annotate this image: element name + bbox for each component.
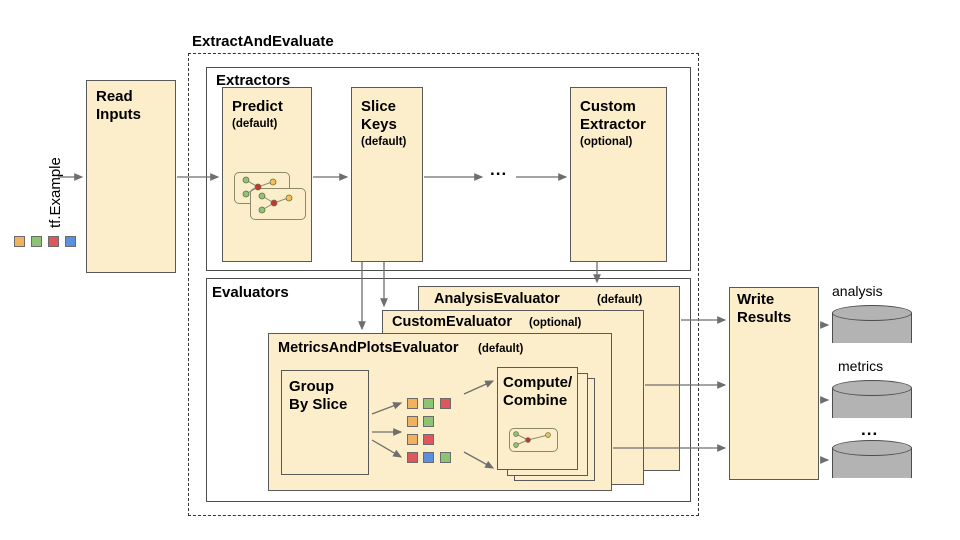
group-evaluators bbox=[206, 278, 691, 502]
cylinder-top bbox=[832, 305, 912, 321]
output-store-analysis[interactable] bbox=[832, 305, 912, 345]
compute-combine-label-line1: Compute/ bbox=[503, 374, 573, 391]
slice-chip bbox=[407, 452, 418, 463]
group-by-slice-label-line2: By Slice bbox=[289, 396, 348, 413]
cylinder-top bbox=[832, 380, 912, 396]
node-read-inputs[interactable] bbox=[86, 80, 176, 273]
slice-keys-label-line1: Slice bbox=[361, 98, 397, 115]
compute-combine-label-line2: Combine bbox=[503, 392, 568, 409]
input-chip-orange bbox=[14, 236, 25, 247]
output-label-metrics: metrics bbox=[838, 358, 884, 374]
metrics-and-plots-evaluator-label: MetricsAndPlotsEvaluator bbox=[278, 340, 459, 356]
slice-chip bbox=[423, 416, 434, 427]
custom-extractor-label-line2: Extractor bbox=[580, 116, 646, 133]
slice-chip bbox=[407, 416, 418, 427]
group-extract-and-evaluate bbox=[188, 53, 699, 516]
group-extractors bbox=[206, 67, 691, 271]
input-chip-green bbox=[31, 236, 42, 247]
slice-chip bbox=[423, 434, 434, 445]
custom-evaluator-label: CustomEvaluator bbox=[392, 314, 513, 330]
custom-extractor-qualifier: (optional) bbox=[580, 136, 633, 148]
custom-extractor-label-line1: Custom bbox=[580, 98, 636, 115]
output-store-metrics[interactable] bbox=[832, 380, 912, 420]
extractors-group-label: Extractors bbox=[216, 72, 291, 89]
write-results-label-line2: Results bbox=[737, 309, 792, 326]
slice-chip bbox=[407, 434, 418, 445]
input-label-tf-example: tf.Example bbox=[47, 157, 64, 228]
extract-and-evaluate-title: ExtractAndEvaluate bbox=[192, 33, 334, 50]
predict-graph-icon-card-b bbox=[250, 188, 306, 220]
metrics-and-plots-evaluator-qualifier: (default) bbox=[478, 343, 524, 355]
group-by-slice-label-line1: Group bbox=[289, 378, 334, 395]
output-label-ellipsis: ... bbox=[861, 420, 879, 439]
analysis-evaluator-qualifier: (default) bbox=[597, 294, 643, 306]
slice-chip bbox=[440, 398, 451, 409]
read-inputs-label-line2: Inputs bbox=[96, 106, 141, 123]
extractor-ellipsis: ... bbox=[490, 160, 508, 179]
input-chip-blue bbox=[65, 236, 76, 247]
read-inputs-label-line1: Read bbox=[96, 88, 133, 105]
slice-chip bbox=[407, 398, 418, 409]
node-slice-keys[interactable] bbox=[351, 87, 423, 262]
compute-combine-graph-icon bbox=[509, 428, 558, 452]
predict-qualifier: (default) bbox=[232, 118, 278, 130]
node-compute-combine[interactable] bbox=[497, 367, 578, 470]
output-label-analysis: analysis bbox=[832, 283, 883, 299]
output-store-other[interactable] bbox=[832, 440, 912, 480]
custom-evaluator-qualifier: (optional) bbox=[529, 317, 582, 329]
node-custom-extractor[interactable] bbox=[570, 87, 667, 262]
evaluators-group-label: Evaluators bbox=[212, 284, 289, 301]
analysis-evaluator-label: AnalysisEvaluator bbox=[434, 291, 560, 307]
cylinder-top bbox=[832, 440, 912, 456]
input-chip-red bbox=[48, 236, 59, 247]
slice-chip bbox=[423, 452, 434, 463]
slice-keys-label-line2: Keys bbox=[361, 116, 397, 133]
slice-chip bbox=[423, 398, 434, 409]
node-write-results[interactable] bbox=[729, 287, 819, 480]
predict-label: Predict bbox=[232, 98, 283, 115]
slice-chip bbox=[440, 452, 451, 463]
node-group-by-slice[interactable] bbox=[281, 370, 369, 475]
write-results-label-line1: Write bbox=[737, 291, 775, 308]
slice-keys-qualifier: (default) bbox=[361, 136, 407, 148]
